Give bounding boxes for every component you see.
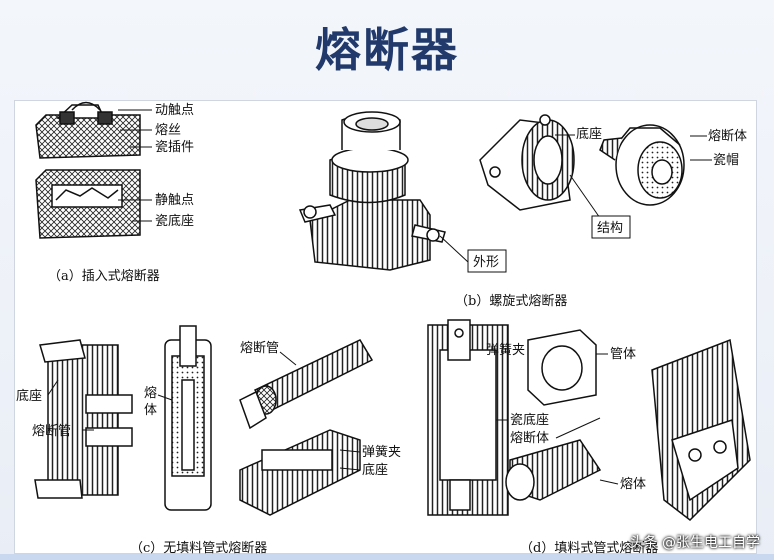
label-fuse-body-b: 熔断体 [708, 129, 747, 144]
screw-fuse-structure-drawing [479, 114, 685, 211]
label-static-contact: 静触点 [155, 193, 194, 208]
label-fuse-body-d: 熔断体 [510, 431, 549, 446]
structure-label-box [591, 215, 631, 239]
label-tube-body: 管体 [610, 347, 636, 362]
insert-fuse-leaders [118, 109, 152, 222]
unfilled-fuse-drawing [34, 325, 374, 516]
label-exterior: 外形 [473, 255, 499, 270]
unfilled-fuse-leaders [47, 351, 361, 471]
label-fuse-wire: 熔丝 [155, 123, 181, 138]
label-fuse-tube-c2: 熔断管 [240, 341, 279, 356]
label-fuse-char: 熔 [144, 386, 157, 401]
label-moving-contact: 动触点 [155, 103, 194, 118]
label-porcelain-insert: 瓷插件 [155, 140, 194, 155]
watermark: 头条 @张生电工自学 [629, 535, 760, 551]
label-fuse-element: 熔体 [620, 477, 646, 492]
insert-fuse-drawing [35, 101, 141, 239]
label-porcelain-base-d: 瓷底座 [510, 412, 549, 428]
label-fuse-tube-c1: 熔断管 [32, 424, 71, 439]
caption-b: （b）螺旋式熔断器 [455, 294, 567, 309]
label-spring-clip-d: 弹簧夹 [486, 342, 525, 358]
label-body-char: 体 [144, 403, 157, 418]
label-spring-clip-c: 弹簧夹 [362, 444, 401, 460]
caption-d: （d）填料式管式熔断器 [520, 541, 658, 556]
label-base-b: 底座 [576, 126, 602, 142]
screw-fuse-external-drawing [298, 111, 446, 271]
label-structure: 结构 [597, 221, 623, 236]
caption-c: （c）无填料管式熔断器 [130, 541, 267, 556]
screw-fuse-leaders [439, 134, 712, 263]
exterior-label-box [467, 249, 507, 273]
caption-a: （a）插入式熔断器 [48, 269, 160, 284]
filled-fuse-leaders [470, 349, 619, 485]
label-porcelain-cap: 瓷帽 [713, 152, 739, 168]
filled-fuse-drawing [427, 319, 751, 521]
label-base-c1: 底座 [16, 388, 42, 404]
page-title: 熔断器 [315, 23, 459, 77]
label-base-c2: 底座 [362, 462, 388, 478]
label-porcelain-base-a: 瓷底座 [155, 213, 194, 229]
bottom-bar [0, 554, 774, 560]
